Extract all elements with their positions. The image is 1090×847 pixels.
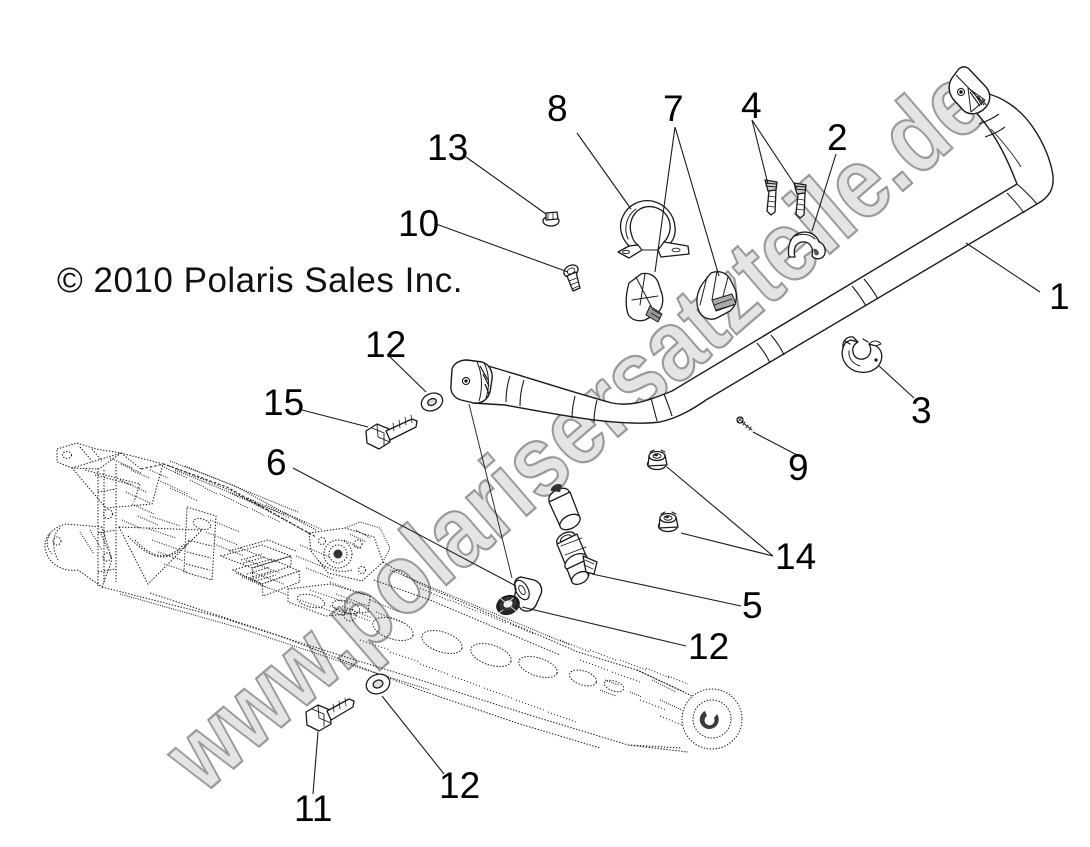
svg-text:8: 8 [547,88,568,129]
svg-text:12: 12 [365,324,406,365]
svg-text:13: 13 [427,127,468,168]
svg-text:4: 4 [741,85,762,126]
svg-text:10: 10 [398,203,439,244]
svg-text:12: 12 [688,626,729,667]
svg-text:© 2010 Polaris Sales Inc.: © 2010 Polaris Sales Inc. [57,261,463,300]
svg-text:14: 14 [775,536,816,577]
svg-text:11: 11 [294,788,332,829]
svg-text:7: 7 [663,88,684,129]
svg-text:15: 15 [263,382,304,423]
svg-text:1: 1 [1049,276,1070,317]
svg-text:6: 6 [266,442,287,483]
svg-text:9: 9 [788,447,809,488]
svg-text:12: 12 [439,765,480,806]
svg-text:2: 2 [827,117,848,158]
svg-text:3: 3 [911,390,932,431]
svg-text:5: 5 [742,585,763,626]
